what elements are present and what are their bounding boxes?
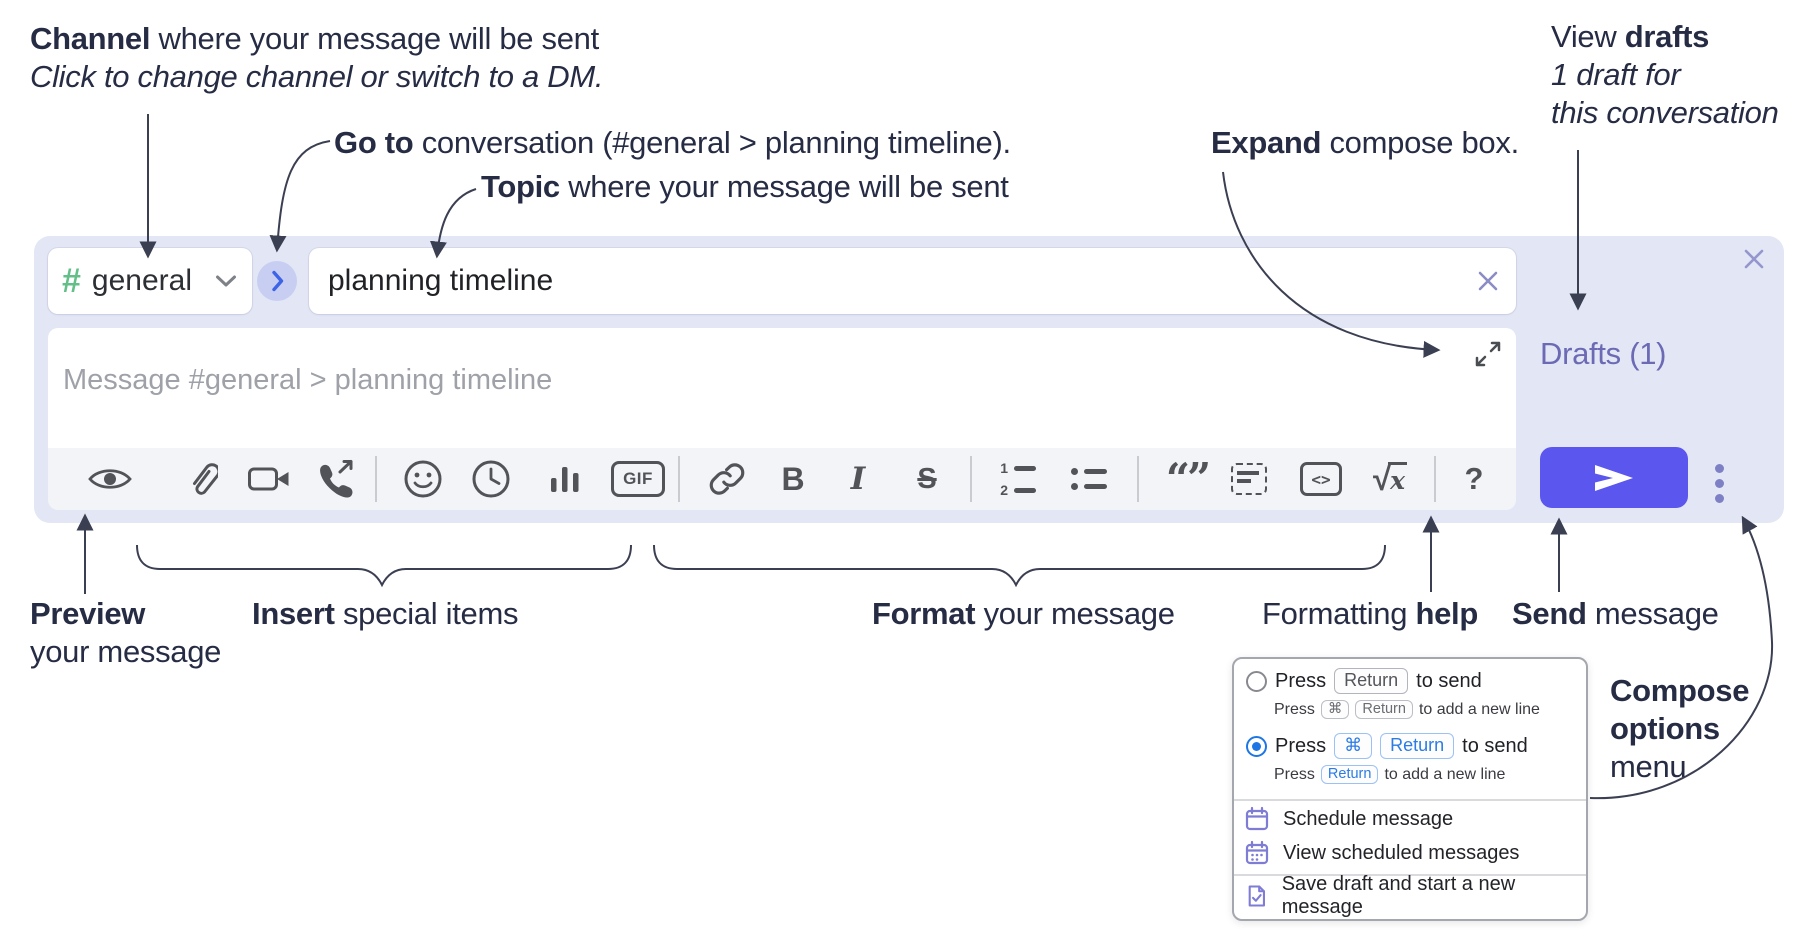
toolbar-divider [1137, 456, 1139, 502]
topic-field [309, 248, 1516, 314]
audio-call-icon[interactable] [312, 448, 358, 510]
kbd-return: Return [1334, 668, 1409, 694]
kbd-return: Return [1380, 733, 1455, 759]
menu-item-schedule-message[interactable]: Schedule message [1244, 802, 1453, 836]
send-option-return-sub: Press ⌘ Return to add a new line [1274, 700, 1540, 719]
view-drafts-annotation: View drafts 1 draft for this conversatio… [1551, 19, 1779, 130]
format-brace [653, 544, 1386, 588]
send-annotation: Send message [1512, 596, 1719, 631]
go-to-conversation-button[interactable] [257, 261, 297, 301]
insert-annotation: Insert special items [252, 596, 519, 631]
preview-eye-icon[interactable] [87, 448, 133, 510]
chevron-right-icon [271, 270, 283, 292]
kbd-return: Return [1355, 700, 1413, 719]
time-icon[interactable] [468, 448, 514, 510]
send-option-return[interactable]: Press Return to send [1246, 668, 1482, 694]
poll-icon[interactable] [542, 448, 588, 510]
italic-icon[interactable]: I [850, 461, 866, 497]
compose-options-vdots-icon[interactable] [1715, 464, 1724, 503]
expand-annotation: Expand compose box. [1211, 125, 1519, 160]
video-call-icon[interactable] [246, 448, 292, 510]
compose-toolbar: GIF B I S 1 2 [48, 448, 1516, 510]
compose-options-annotation: Compose options menu [1610, 673, 1750, 784]
calendar-icon [1245, 806, 1269, 831]
menu-divider [1234, 799, 1586, 801]
topic-input[interactable] [309, 248, 1516, 314]
close-compose-icon[interactable] [1742, 247, 1766, 271]
calendar-grid-icon [1245, 840, 1269, 865]
format-annotation: Format your message [872, 596, 1175, 631]
message-area [48, 328, 1516, 448]
toolbar-divider [970, 456, 972, 502]
insert-brace [136, 544, 632, 588]
strikethrough-icon[interactable]: S [917, 462, 937, 495]
topic-clear-icon[interactable] [1476, 269, 1500, 293]
drafts-link[interactable]: Drafts (1) [1540, 336, 1667, 371]
preview-annotation: Preview your message [30, 596, 222, 669]
radio-selected-icon[interactable] [1246, 735, 1267, 757]
bold-icon[interactable]: B [781, 460, 805, 497]
quote-icon[interactable]: “” [1165, 454, 1211, 503]
channel-annotation-rest: where your message will be sent [150, 21, 600, 56]
toolbar-divider [1434, 456, 1436, 502]
channel-hash-icon: # [62, 261, 81, 300]
chevron-down-icon [216, 275, 236, 286]
topic-annotation: Topic where your message will be sent [481, 169, 1009, 204]
kbd-cmd: ⌘ [1334, 733, 1373, 759]
goto-arrow [269, 140, 331, 253]
send-button[interactable] [1540, 447, 1688, 508]
compose-options-menu: Press Return to send Press ⌘ Return to a… [1232, 657, 1588, 921]
send-option-cmd-return[interactable]: Press ⌘ Return to send [1246, 733, 1528, 759]
send-option-cmd-return-sub: Press Return to add a new line [1274, 765, 1506, 784]
channel-selector[interactable]: # general [48, 248, 252, 314]
channel-name: general [91, 264, 192, 297]
bulleted-list-icon[interactable] [1066, 448, 1112, 510]
kbd-cmd: ⌘ [1320, 700, 1350, 719]
message-input[interactable] [48, 328, 1516, 448]
link-icon[interactable] [704, 448, 750, 510]
channel-annotation-sub: Click to change channel or switch to a D… [30, 59, 604, 94]
channel-annotation: Channel where your message will be sent … [30, 20, 604, 96]
toolbar-divider [375, 456, 377, 502]
emoji-icon[interactable] [400, 448, 446, 510]
spoiler-icon[interactable] [1226, 448, 1272, 510]
compose-box: # general [34, 236, 1784, 523]
formatting-help-annotation: Formatting help [1262, 596, 1479, 631]
gif-icon[interactable]: GIF [610, 448, 666, 510]
channel-annotation-bold: Channel [30, 21, 151, 56]
toolbar-divider [678, 456, 680, 502]
math-icon[interactable]: √x [1372, 460, 1408, 497]
send-icon [1595, 464, 1633, 491]
menu-item-view-scheduled[interactable]: View scheduled messages [1244, 836, 1519, 870]
attach-paperclip-icon[interactable] [179, 448, 225, 510]
expand-compose-icon[interactable] [1474, 340, 1502, 368]
draft-file-icon [1248, 885, 1265, 907]
kbd-return: Return [1320, 765, 1379, 784]
menu-divider [1234, 874, 1586, 876]
help-icon[interactable]: ? [1464, 461, 1484, 496]
goto-annotation: Go to conversation (#general > planning … [334, 125, 1011, 160]
code-icon[interactable]: <> [1298, 448, 1344, 510]
menu-item-save-draft[interactable]: Save draft and start a new message [1244, 873, 1586, 918]
numbered-list-icon[interactable]: 1 2 [994, 448, 1040, 510]
radio-unselected-icon[interactable] [1246, 670, 1267, 692]
